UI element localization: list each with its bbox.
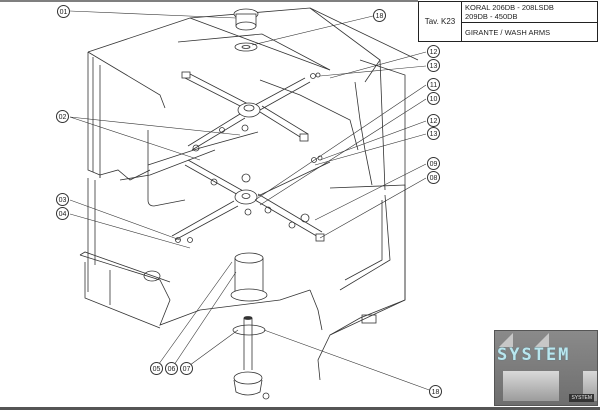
- callout-06: 06: [165, 362, 178, 375]
- top-sprayer: [233, 8, 259, 52]
- logo-bar: [503, 371, 559, 401]
- logo-text: SYSTEM: [497, 345, 571, 365]
- callout-18-top: 18: [373, 9, 386, 22]
- callout-04: 04: [56, 207, 69, 220]
- callout-13-upper: 13: [427, 59, 440, 72]
- table-ref: Tav. K23: [419, 2, 462, 41]
- models-line2: 209DB - 450DB: [465, 12, 518, 21]
- models-cell: KORAL 206DB - 208LSDB 209DB - 450DB: [462, 2, 597, 23]
- system-logo: SYSTEM SYSTEM: [494, 330, 598, 406]
- pump-assembly: [230, 252, 270, 400]
- callout-09: 09: [427, 157, 440, 170]
- callout-07: 07: [180, 362, 193, 375]
- section-title: GIRANTE / WASH ARMS: [465, 28, 551, 37]
- callout-10: 10: [427, 92, 440, 105]
- callout-01: 01: [57, 5, 70, 18]
- callout-02: 02: [56, 110, 69, 123]
- logo-triangle-left: [499, 333, 513, 347]
- callout-18-bottom: 18: [429, 385, 442, 398]
- logo-triangle-right: [535, 333, 549, 347]
- upper-wash-arm: [181, 71, 321, 152]
- title-block: Tav. K23 KORAL 206DB - 208LSDB 209DB - 4…: [418, 1, 598, 42]
- logo-small-text: SYSTEM: [569, 394, 594, 402]
- cabinet-body: [79, 7, 419, 381]
- lower-wash-arm: [171, 155, 331, 243]
- callout-12-upper: 12: [427, 45, 440, 58]
- frame-bottom: [0, 407, 600, 410]
- callout-11: 11: [427, 78, 440, 91]
- leader-lines: [69, 10, 433, 392]
- callout-05: 05: [150, 362, 163, 375]
- callout-12-lower: 12: [427, 114, 440, 127]
- logo-bar-right: [583, 371, 597, 401]
- callout-08: 08: [427, 171, 440, 184]
- callout-03: 03: [56, 193, 69, 206]
- models-line1: KORAL 206DB - 208LSDB: [465, 3, 554, 12]
- callout-13-lower: 13: [427, 127, 440, 140]
